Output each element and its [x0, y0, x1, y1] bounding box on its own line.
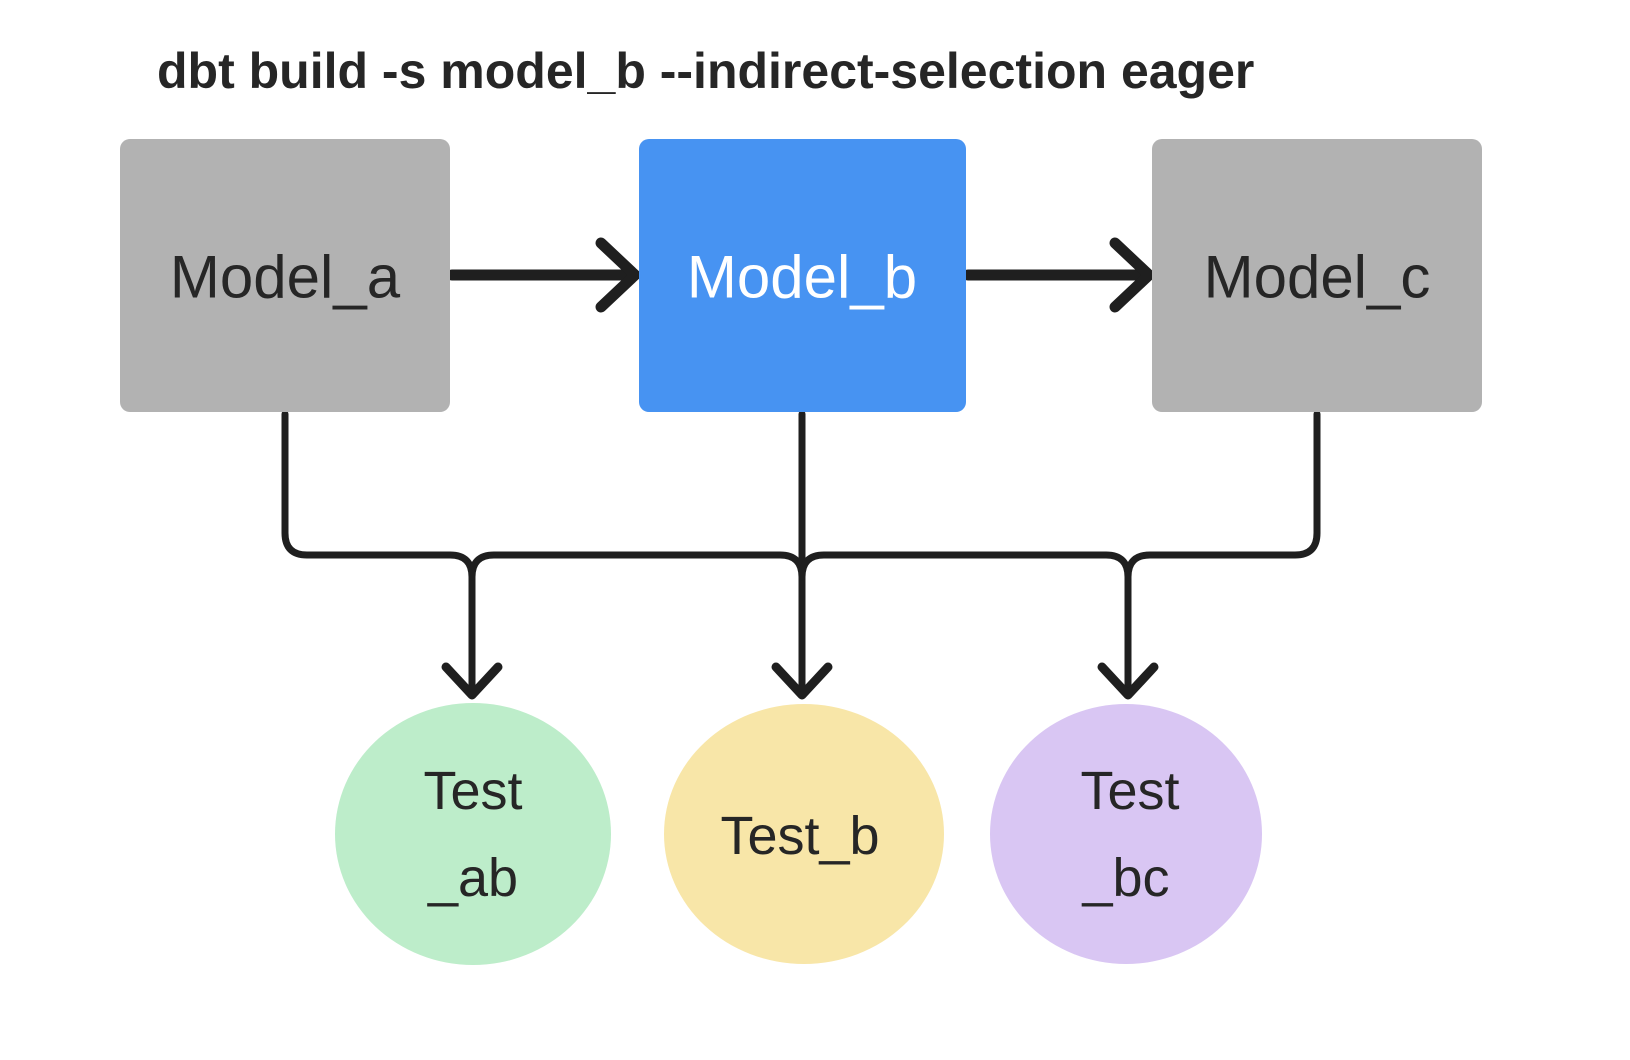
- edge-bus-ab-to-b: [468, 551, 806, 581]
- edge-model-c-to-test-bc: [1124, 410, 1321, 581]
- edge-model-a-to-test-ab: [281, 410, 476, 694]
- node-test-b: Test_b: [664, 704, 944, 964]
- node-model-a: Model_a: [120, 139, 450, 412]
- test-b-circle: [664, 704, 944, 964]
- test-ab-label-line1: Test: [423, 761, 522, 821]
- model-a-box: [120, 139, 450, 412]
- test-ab-label-line2: _ab: [427, 848, 518, 908]
- node-model-c: Model_c: [1152, 139, 1482, 412]
- node-test-bc: Test _bc: [990, 704, 1262, 964]
- arrowhead-down-icon: [771, 662, 833, 700]
- arrowhead-down-icon: [1097, 662, 1159, 700]
- connector-tree: [281, 410, 1321, 700]
- arrowhead-right-icon: [595, 237, 641, 313]
- diagram-title: dbt build -s model_b --indirect-selectio…: [157, 43, 1254, 99]
- node-model-b-selected: Model_b: [639, 139, 966, 412]
- edge-model-b-to-model-c: [962, 237, 1155, 313]
- model-b-label: Model_b: [687, 244, 917, 311]
- test-bc-label-line1: Test: [1080, 761, 1179, 821]
- model-c-label: Model_c: [1204, 244, 1431, 311]
- model-a-label: Model_a: [170, 244, 401, 311]
- model-c-box: [1152, 139, 1482, 412]
- test-bc-label-line2: _bc: [1081, 848, 1169, 908]
- test-bc-circle: [990, 704, 1262, 964]
- node-test-ab: Test _ab: [335, 703, 611, 965]
- arrowhead-down-icon: [441, 662, 503, 700]
- test-ab-circle: [335, 703, 611, 965]
- edge-bus-b-to-bc: [798, 551, 1132, 694]
- test-b-label: Test_b: [720, 806, 879, 866]
- edge-model-a-to-model-b: [446, 237, 641, 313]
- model-b-box: [639, 139, 966, 412]
- arrowhead-right-icon: [1109, 237, 1155, 313]
